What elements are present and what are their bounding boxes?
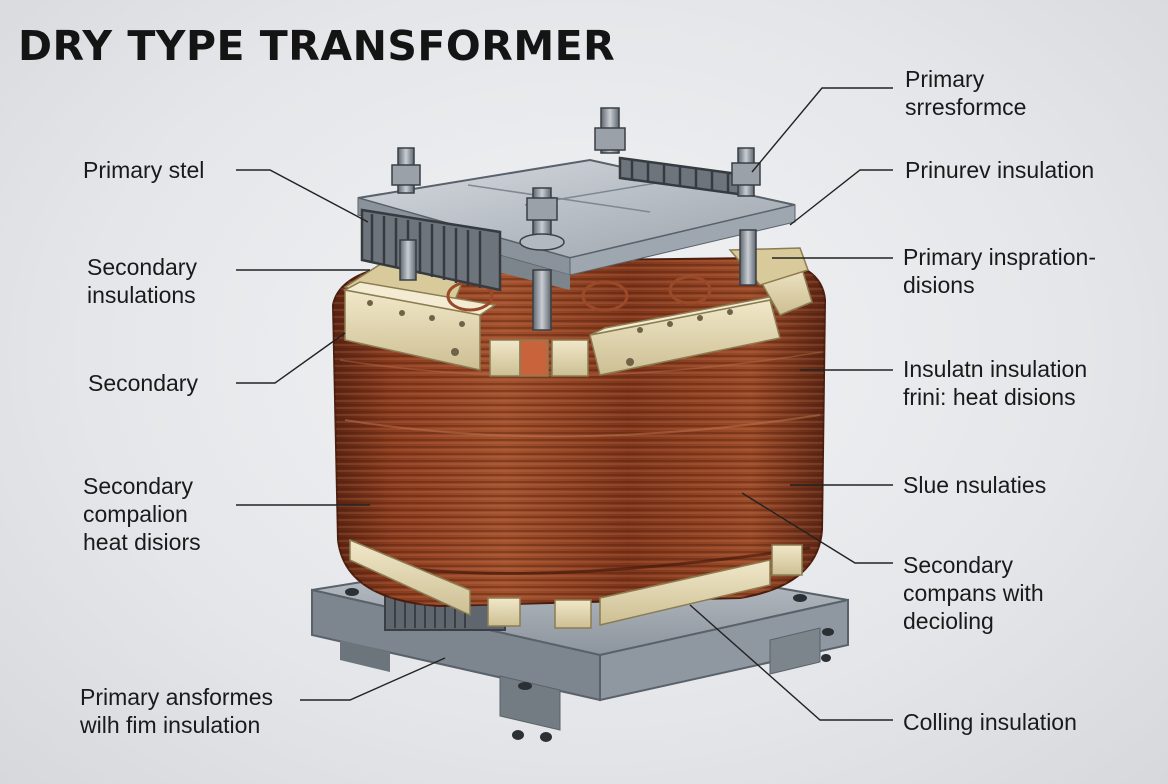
label-secondary: Secondary <box>88 370 198 396</box>
label-primary-steel: Primary stel <box>83 157 205 183</box>
diagram-title: DRY TYPE TRANSFORMER <box>18 22 616 70</box>
label-slue-insulaties: Slue nsulaties <box>903 472 1047 498</box>
cooling-fins <box>360 156 747 292</box>
label-secondary-cooling: Secondary compans with decioling <box>903 552 1044 634</box>
leader-lines <box>236 87 893 721</box>
bottom-insulation-blocks <box>349 538 803 629</box>
terminal-bolts <box>391 107 761 331</box>
label-primary-film-insulation: Primary ansformes wilh fim insulation <box>80 684 273 738</box>
label-cooling-insulation: Colling insulation <box>903 709 1077 735</box>
label-insulation-heat-divisions: Insulatn insulation frini: heat disions <box>903 356 1088 410</box>
label-primary-insulation: Prinurev insulation <box>905 157 1095 183</box>
label-primary-transformer: Primary srresformce <box>905 66 1027 120</box>
label-primary-inspiration-divisions: Primary inspration- disions <box>903 244 1096 298</box>
label-secondary-companion-heat: Secondary compalion heat disiors <box>83 473 201 555</box>
label-secondary-insulations: Secondary insulations <box>87 254 197 308</box>
top-insulation-blocks <box>342 247 813 377</box>
